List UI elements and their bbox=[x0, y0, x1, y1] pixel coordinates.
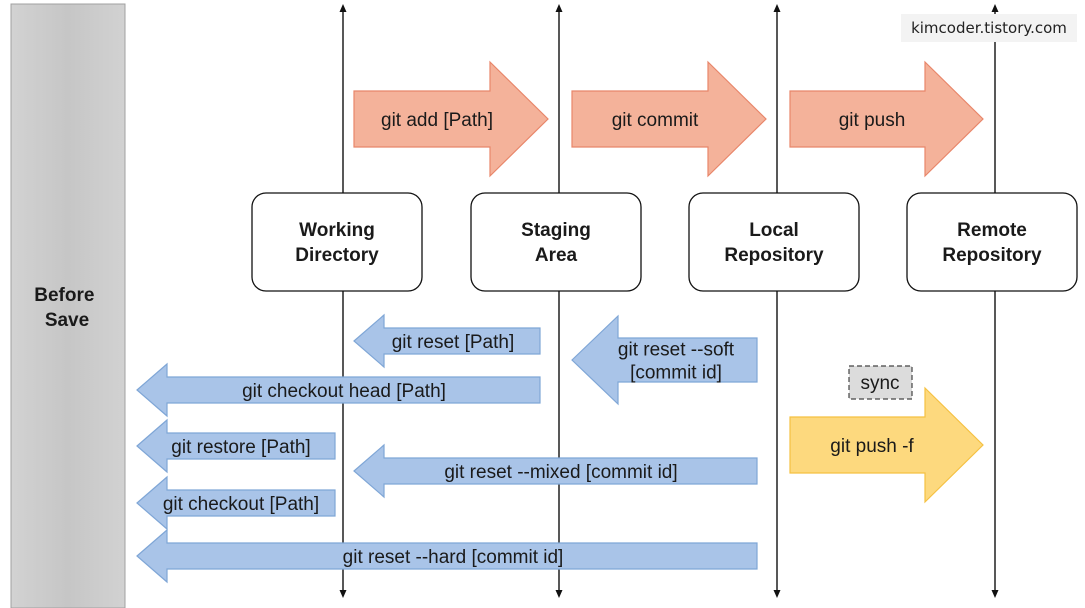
git-reset-path-arrow: git reset [Path] bbox=[353, 313, 541, 369]
command-label: git commit bbox=[612, 110, 699, 131]
command-label: git push bbox=[839, 110, 906, 131]
watermark: kimcoder.tistory.com bbox=[901, 14, 1077, 42]
remote-repository-timeline bbox=[991, 4, 999, 598]
working-directory-timeline bbox=[339, 4, 347, 598]
command-label: git push -f bbox=[830, 436, 914, 457]
git-reset-mixed-arrow: git reset --mixed [commit id] bbox=[353, 443, 758, 499]
git-push-force-arrow: git push -f bbox=[789, 386, 984, 504]
command-label: git reset --mixed [commit id] bbox=[444, 462, 677, 483]
git-commit-arrow: git commit bbox=[571, 60, 767, 178]
git-reset-soft-arrow: git reset --soft[commit id] bbox=[571, 314, 758, 406]
before-save-label: Before Save bbox=[34, 285, 99, 331]
git-add-arrow: git add [Path] bbox=[353, 60, 549, 178]
command-label: git reset [Path] bbox=[392, 332, 515, 353]
command-label: git checkout [Path] bbox=[163, 494, 319, 515]
before-save-bar bbox=[10, 3, 126, 608]
command-label: git add [Path] bbox=[381, 110, 493, 131]
command-label: git restore [Path] bbox=[171, 437, 310, 458]
git-checkout-path-arrow: git checkout [Path] bbox=[136, 475, 336, 531]
git-push-arrow: git push bbox=[789, 60, 984, 178]
sync-label: sync bbox=[860, 373, 899, 394]
git-checkout-head-arrow: git checkout head [Path] bbox=[136, 362, 541, 418]
command-label: git reset --hard [commit id] bbox=[343, 547, 564, 568]
command-label: git checkout head [Path] bbox=[242, 381, 446, 402]
git-restore-arrow: git restore [Path] bbox=[136, 418, 336, 474]
local-repository-timeline bbox=[773, 4, 781, 598]
command-label: git reset --soft[commit id] bbox=[618, 340, 735, 384]
staging-area-timeline bbox=[555, 4, 563, 598]
sync-badge bbox=[848, 365, 913, 400]
git-reset-hard-arrow: git reset --hard [commit id] bbox=[136, 528, 758, 584]
